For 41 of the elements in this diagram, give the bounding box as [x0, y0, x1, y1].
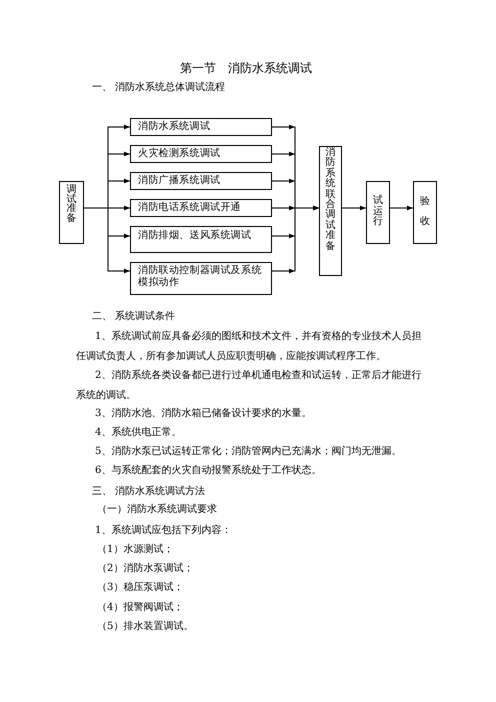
step-label: 消防联动控制器调试及系统模拟动作	[138, 265, 263, 289]
process-box	[59, 181, 84, 244]
process-box	[130, 262, 272, 295]
list-item: 3、消防水池、消防水箱已储备设计要求的水量。	[95, 406, 312, 421]
step-label: 消防电话系统调试开通	[138, 202, 241, 214]
step-label: 消防系统联合调试准备	[326, 148, 336, 252]
step-label: 消防水系统调试	[138, 121, 210, 133]
list-item: （1）水源测试；	[97, 542, 174, 557]
process-box	[130, 199, 272, 217]
list-item: （4）报警阀调试；	[97, 600, 184, 615]
process-box	[130, 226, 272, 253]
section-heading: 二、 系统调试条件	[92, 310, 176, 324]
step-label: 消防广播系统调试	[138, 175, 220, 187]
process-box	[130, 172, 272, 190]
list-item: 5、消防水泵已试运转正常化；消防管网内已充满水；阀门均无泄漏。	[95, 444, 402, 459]
list-item: （3）稳压泵调试；	[97, 580, 184, 595]
paragraph: 1、系统调试前应具备必须的图纸和技术文件，并有资格的专业技术人员担任调试负责人，所有参加调试人员应职责明确，应能按调试程序工作。	[76, 330, 422, 364]
process-box	[366, 181, 390, 244]
list-item: 6、与系统配套的火灾自动报警系统处于工作状态。	[95, 464, 322, 478]
list-item: 1、系统调试应包括下列内容：	[95, 524, 232, 538]
process-box	[130, 118, 272, 136]
subsection-heading: （一）消防水系统调试要求	[97, 502, 217, 517]
list-item: （5）排水装置调试。	[97, 620, 194, 634]
section-heading: 一、 消防水系统总体调试流程	[92, 80, 226, 95]
arrow	[390, 206, 414, 210]
step-label: 试运行	[373, 196, 383, 228]
list-item: 4、系统供电正常。	[95, 426, 182, 440]
step-label: 验收	[420, 195, 430, 229]
process-box	[319, 146, 342, 276]
process-box	[130, 145, 272, 163]
process-box	[413, 181, 437, 244]
paragraph: 2、消防系统各类设备都已进行过单机通电检查和试运转，正常后才能进行系统的调试。	[76, 368, 422, 403]
list-item: （2）消防水泵调试；	[97, 562, 194, 576]
arrow	[272, 206, 320, 274]
step-label: 调试准备	[66, 185, 76, 224]
step-label: 消防排烟、送风系统调试	[138, 230, 252, 242]
section-heading: 三、 消防水系统调试方法	[92, 484, 206, 499]
arrow	[84, 208, 130, 274]
arrow	[342, 206, 366, 210]
step-label: 火灾检测系统调试	[138, 148, 220, 160]
page-title: 第一节 消防水系统调试	[180, 60, 312, 76]
